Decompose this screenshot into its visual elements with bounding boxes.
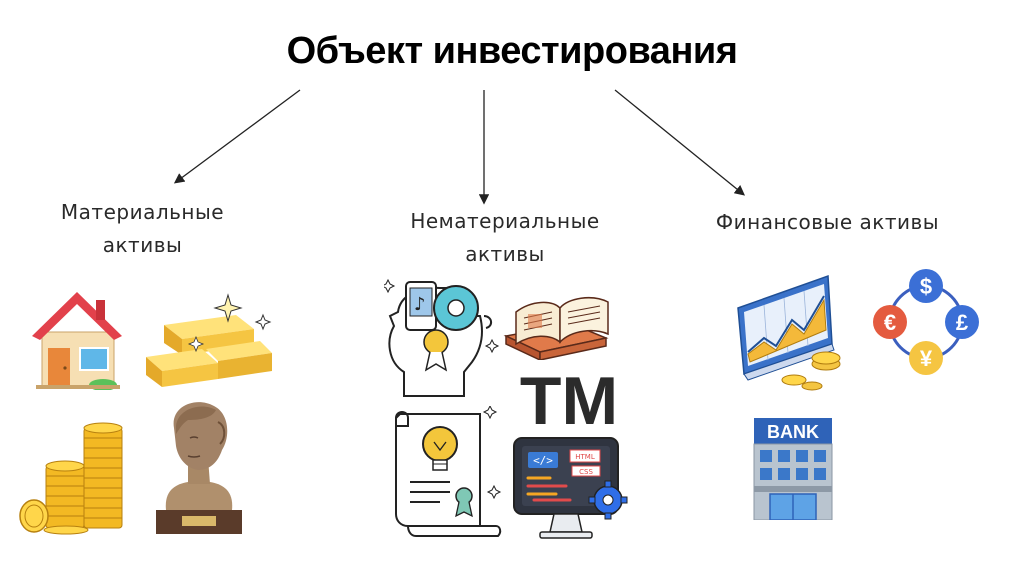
svg-text:♪: ♪ [414, 294, 426, 315]
svg-text:£: £ [956, 310, 969, 335]
svg-text:¥: ¥ [920, 346, 933, 371]
books-icon [503, 296, 609, 360]
svg-text:BANK: BANK [767, 422, 819, 442]
svg-text:HTML: HTML [575, 453, 595, 461]
coin-stacks-icon [19, 422, 123, 535]
category-intangible-label: Нематериальные активы [410, 209, 600, 266]
diagram-title: Объект инвестирования [286, 30, 738, 72]
svg-text:TM: TM [520, 366, 618, 432]
sculpture-bust-icon [156, 402, 242, 534]
svg-text:CSS: CSS [579, 468, 593, 476]
patent-certificate-icon [395, 406, 502, 537]
svg-text:$: $ [920, 274, 932, 299]
intellectual-property-head-icon: ♪ [384, 278, 500, 397]
currency-exchange-icon: $ £ ¥ € [873, 269, 979, 375]
svg-text:€: € [884, 310, 896, 335]
gold-bars-icon [146, 293, 272, 387]
stock-chart-monitor-icon [737, 274, 841, 391]
house-icon [32, 292, 122, 390]
category-material-label: Материальные активы [60, 200, 225, 257]
bank-building-icon: BANK [753, 418, 833, 520]
arrow-to-financial [614, 89, 746, 196]
trademark-icon: TM [520, 366, 618, 432]
code-software-icon: </> HTML CSS [513, 437, 628, 539]
arrow-to-material [173, 89, 301, 184]
category-financial-label: Финансовые активы [715, 210, 940, 234]
svg-text:</>: </> [533, 454, 553, 467]
